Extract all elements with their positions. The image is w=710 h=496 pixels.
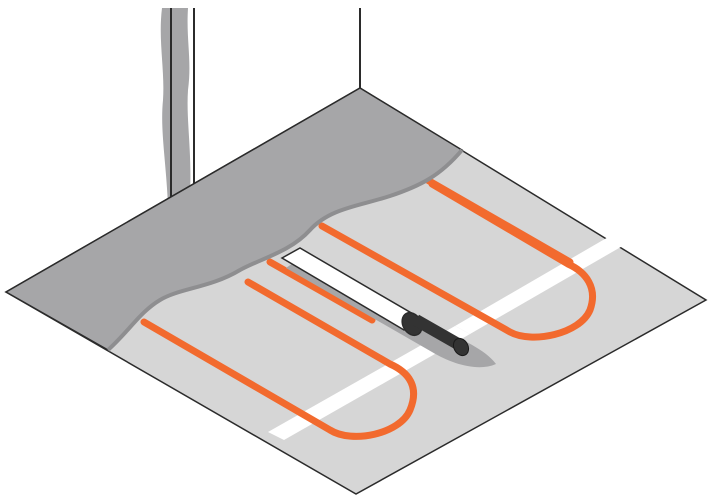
cold-tail-cable	[413, 314, 461, 350]
heating-cable-loops	[140, 174, 596, 440]
cold-tail-conduit	[280, 247, 496, 368]
wall-pipe-body	[160, 8, 191, 205]
heating-cable-run-front	[140, 278, 418, 440]
screed-layer-edge	[106, 148, 464, 352]
heating-cable-run-middle	[266, 180, 596, 341]
mat-stripe-1	[455, 236, 626, 334]
wall-pipe	[160, 8, 195, 205]
mat-tape-stripes	[268, 236, 626, 440]
heating-cable-run-back	[420, 174, 574, 266]
cold-tail-cable-end	[452, 337, 470, 357]
mat-stripe-2	[268, 326, 470, 440]
